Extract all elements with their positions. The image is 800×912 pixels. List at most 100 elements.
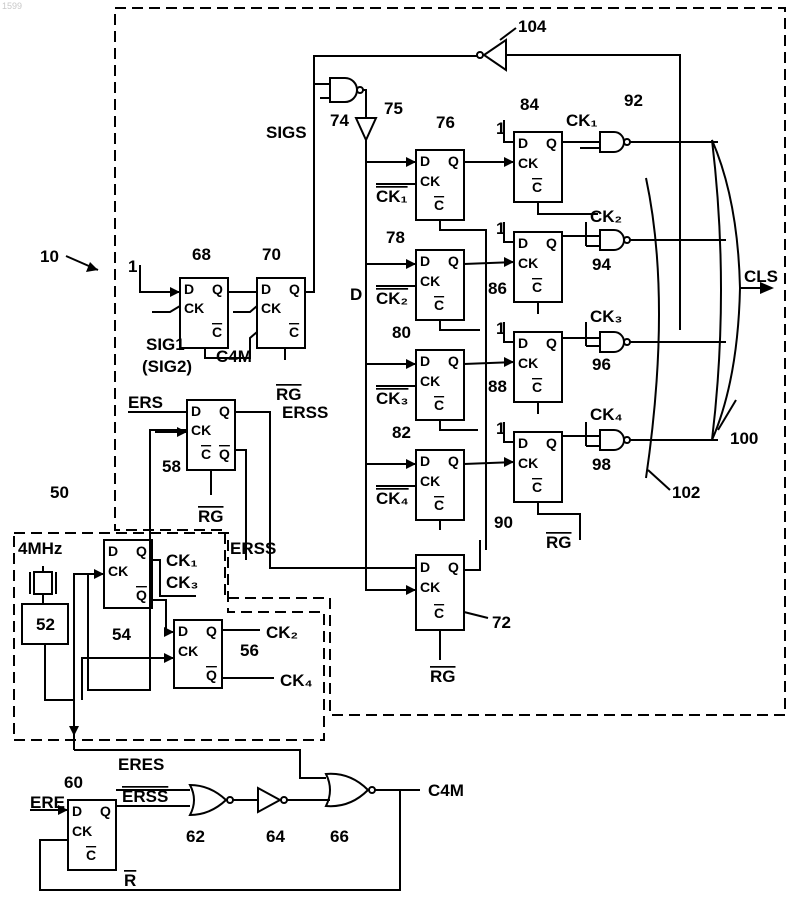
svg-text:100: 100 (730, 429, 758, 448)
nand-gate-74 (330, 78, 357, 102)
svg-text:Q: Q (219, 403, 230, 419)
svg-text:C: C (86, 847, 96, 863)
svg-text:4MHz: 4MHz (18, 539, 62, 558)
arrow-ff68-d (170, 287, 180, 297)
svg-text:C: C (212, 324, 222, 340)
svg-text:1: 1 (496, 119, 505, 138)
svg-text:CK: CK (191, 422, 211, 438)
gate-92 (600, 132, 624, 152)
svg-text:SIGS: SIGS (266, 123, 307, 142)
svg-text:D: D (420, 453, 430, 469)
svg-text:Q: Q (448, 353, 459, 369)
svg-text:C4M: C4M (216, 347, 252, 366)
inverter-104 (484, 40, 506, 70)
svg-text:Q: Q (448, 153, 459, 169)
svg-text:ERSS: ERSS (230, 539, 276, 558)
svg-text:CK₃: CK₃ (376, 389, 408, 408)
svg-text:56: 56 (240, 641, 259, 660)
svg-text:50: 50 (50, 483, 69, 502)
svg-text:84: 84 (520, 95, 539, 114)
svg-text:Q: Q (448, 453, 459, 469)
svg-text:Q: Q (136, 543, 147, 559)
svg-text:Q: Q (546, 235, 557, 251)
svg-text:D: D (420, 153, 430, 169)
crystal-icon (34, 572, 52, 594)
svg-text:D: D (184, 281, 194, 297)
svg-text:72: 72 (492, 613, 511, 632)
svg-text:C: C (532, 279, 542, 295)
svg-text:D: D (420, 353, 430, 369)
svg-text:D: D (261, 281, 271, 297)
watermark: 1599 (2, 1, 22, 11)
gate-94 (600, 230, 624, 250)
svg-text:ERSS: ERSS (282, 403, 328, 422)
svg-text:66: 66 (330, 827, 349, 846)
svg-text:64: 64 (266, 827, 285, 846)
svg-text:CK: CK (518, 455, 538, 471)
svg-text:54: 54 (112, 625, 131, 644)
svg-text:CK₄: CK₄ (376, 489, 409, 508)
svg-text:Q: Q (546, 135, 557, 151)
svg-text:D: D (420, 559, 430, 575)
svg-text:ERE: ERE (30, 793, 65, 812)
svg-text:D: D (191, 403, 201, 419)
svg-text:CK₁: CK₁ (566, 111, 598, 130)
gate-98 (600, 430, 624, 450)
svg-text:CK₃: CK₃ (590, 307, 622, 326)
svg-text:1: 1 (128, 257, 137, 276)
svg-text:68: 68 (192, 245, 211, 264)
ref-10-arrowhead (86, 262, 98, 272)
svg-text:C: C (532, 379, 542, 395)
svg-text:CK: CK (261, 300, 281, 316)
nor-gate-62 (190, 785, 226, 815)
buffer-75 (356, 118, 376, 140)
svg-text:10: 10 (40, 247, 59, 266)
svg-text:CK: CK (178, 643, 198, 659)
svg-text:D: D (178, 623, 188, 639)
svg-text:CK: CK (518, 355, 538, 371)
svg-text:CK₄: CK₄ (590, 405, 623, 424)
svg-text:Q: Q (212, 281, 223, 297)
svg-text:D: D (420, 253, 430, 269)
svg-text:D: D (518, 335, 528, 351)
svg-text:C: C (434, 497, 444, 513)
svg-text:D: D (72, 803, 82, 819)
svg-text:CK₂: CK₂ (590, 207, 622, 226)
svg-text:Q: Q (448, 253, 459, 269)
svg-text:102: 102 (672, 483, 700, 502)
svg-text:60: 60 (64, 773, 83, 792)
svg-text:CK: CK (420, 173, 440, 189)
svg-text:75: 75 (384, 99, 403, 118)
svg-text:CK: CK (72, 823, 92, 839)
svg-text:96: 96 (592, 355, 611, 374)
svg-text:Q: Q (219, 446, 230, 462)
svg-text:74: 74 (330, 111, 349, 130)
svg-text:CK: CK (108, 563, 128, 579)
svg-text:R: R (124, 871, 136, 890)
gate-96 (600, 332, 624, 352)
svg-text:Q: Q (289, 281, 300, 297)
svg-text:80: 80 (392, 323, 411, 342)
svg-text:82: 82 (392, 423, 411, 442)
svg-text:62: 62 (186, 827, 205, 846)
svg-text:86: 86 (488, 279, 507, 298)
svg-text:CK₂: CK₂ (376, 289, 408, 308)
svg-text:76: 76 (436, 113, 455, 132)
svg-text:92: 92 (624, 91, 643, 110)
svg-text:CK₁: CK₁ (376, 187, 408, 206)
svg-text:RG: RG (198, 507, 224, 526)
svg-text:RG: RG (430, 667, 456, 686)
svg-text:1: 1 (496, 219, 505, 238)
svg-text:78: 78 (386, 228, 405, 247)
svg-text:Q: Q (136, 587, 147, 603)
svg-text:Q: Q (546, 335, 557, 351)
svg-text:1: 1 (496, 319, 505, 338)
svg-text:94: 94 (592, 255, 611, 274)
svg-text:Q: Q (546, 435, 557, 451)
svg-text:CK₃: CK₃ (166, 573, 198, 592)
svg-text:SIG1: SIG1 (146, 335, 185, 354)
svg-text:CK: CK (420, 579, 440, 595)
svg-text:52: 52 (36, 615, 55, 634)
svg-text:1: 1 (496, 419, 505, 438)
